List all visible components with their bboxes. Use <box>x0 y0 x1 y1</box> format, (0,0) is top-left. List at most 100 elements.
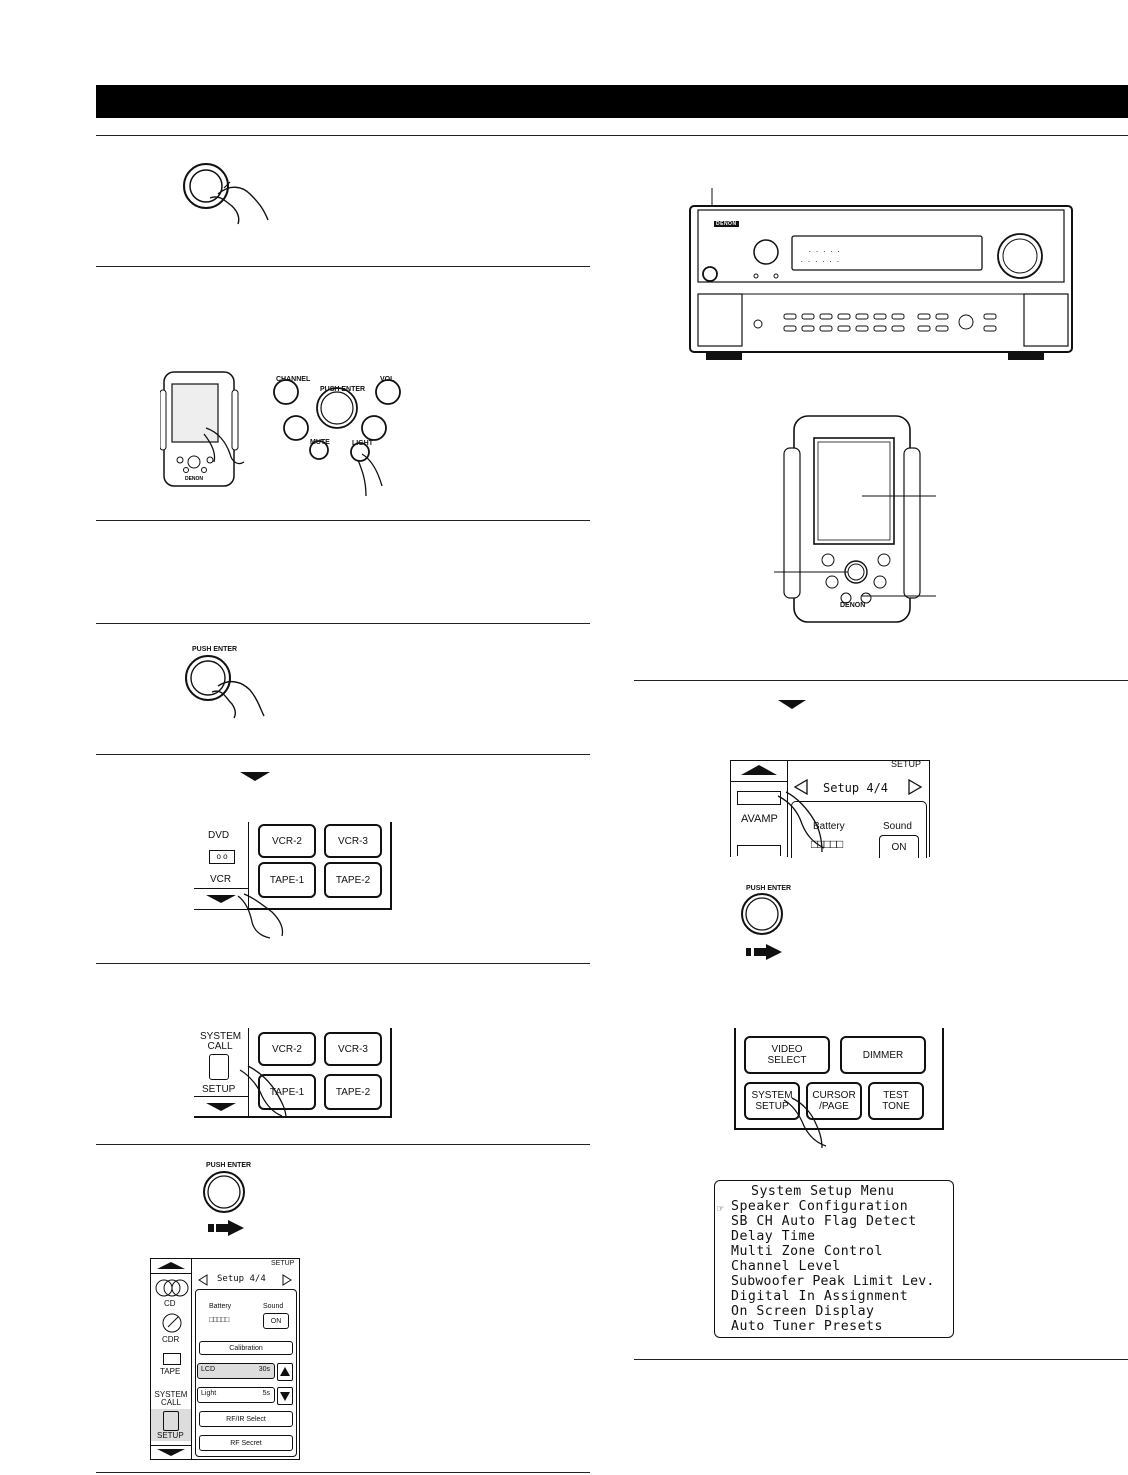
vcr-3-button[interactable]: VCR-3 <box>324 1032 382 1066</box>
push-enter-label: PUSH ENTER <box>192 646 238 653</box>
section-header-bar <box>96 85 1128 118</box>
side-item-cdr[interactable]: CDR <box>162 1335 180 1344</box>
finger-illustration <box>777 791 825 853</box>
divider <box>96 1144 590 1145</box>
side-item-setup[interactable]: SETUP <box>157 1431 184 1440</box>
finger-illustration <box>783 1097 827 1149</box>
vcr-panel: DVD o o VCR VCR-2 VCR-3 TAPE-1 TAPE-2 <box>194 822 392 910</box>
light-value: 5s <box>262 1390 270 1397</box>
vcr-3-button[interactable]: VCR-3 <box>324 824 382 858</box>
receiver-brand-logo: DENON <box>714 221 739 227</box>
push-enter-button-icon <box>203 1171 245 1236</box>
next-page-icon[interactable] <box>281 1273 293 1291</box>
side-column <box>194 1028 249 1116</box>
side-item-system-call[interactable]: SYSTEM CALL <box>200 1031 242 1052</box>
sound-toggle-button[interactable]: ON <box>263 1313 289 1329</box>
divider <box>634 680 1128 681</box>
power-button-illustration <box>183 163 269 225</box>
side-item-tape[interactable]: TAPE <box>160 1367 181 1376</box>
setup-title: Setup 4/4 <box>823 781 889 795</box>
push-enter-button-icon <box>741 893 783 960</box>
down-arrow-icon <box>240 772 270 781</box>
scroll-down-button[interactable] <box>151 1445 191 1460</box>
divider <box>96 963 590 964</box>
vol-label: VOL <box>380 376 395 383</box>
push-enter-label: PUSH ENTER <box>320 386 366 393</box>
lcd-setting[interactable]: LCD 30s <box>197 1363 275 1379</box>
sound-label: Sound <box>263 1303 284 1310</box>
side-item-setup[interactable]: SETUP <box>202 1084 236 1095</box>
svg-text:DENON: DENON <box>185 476 203 482</box>
cursor-page-button[interactable]: CURSOR /PAGE <box>806 1082 862 1120</box>
svg-text:. . . . .: . . . . . <box>808 247 841 254</box>
battery-indicator: □□□□□ <box>811 837 843 851</box>
vcr-2-button[interactable]: VCR-2 <box>258 824 316 858</box>
cdr-icon <box>162 1313 182 1338</box>
divider <box>96 623 590 624</box>
sound-toggle-button[interactable]: ON <box>879 835 919 858</box>
vcr-2-button[interactable]: VCR-2 <box>258 1032 316 1066</box>
divider <box>96 754 590 755</box>
prev-page-icon[interactable] <box>197 1273 209 1291</box>
light-label: LIGHT <box>352 440 373 447</box>
menu-item[interactable]: Delay Time <box>731 1229 816 1244</box>
side-item-avamp[interactable]: AVAMP <box>741 813 778 825</box>
cd-icon <box>155 1279 189 1297</box>
divider <box>634 1359 1128 1360</box>
light-label: Light <box>201 1390 217 1397</box>
setup-content-area <box>791 801 927 858</box>
push-enter-label: PUSH ENTER <box>206 1162 252 1169</box>
scroll-up-button[interactable] <box>731 761 787 782</box>
next-page-icon[interactable] <box>907 778 923 800</box>
prev-page-icon[interactable] <box>793 778 809 800</box>
side-scroll-down[interactable] <box>194 1096 248 1117</box>
tape-1-button[interactable]: TAPE-1 <box>258 862 316 898</box>
system-setup-menu: System Setup Menu ☞ Speaker Configuratio… <box>714 1180 954 1338</box>
setup-corner-label: SETUP <box>891 759 922 769</box>
remote-illustration-small: DENON <box>160 371 245 487</box>
divider <box>96 520 590 521</box>
tape-2-button[interactable]: TAPE-2 <box>324 862 382 898</box>
vcr-icon: o o <box>209 850 235 864</box>
menu-item[interactable]: Speaker Configuration <box>731 1199 909 1214</box>
remote-button-cluster <box>273 379 401 497</box>
channel-label: CHANNEL <box>276 376 311 383</box>
dimmer-button[interactable]: DIMMER <box>840 1036 926 1074</box>
menu-item[interactable]: Auto Tuner Presets <box>731 1319 883 1334</box>
menu-item[interactable]: Digital In Assignment <box>731 1289 909 1304</box>
system-setup-button[interactable]: SYSTEM SETUP <box>744 1082 800 1120</box>
next-device-icon <box>737 845 781 856</box>
video-select-button[interactable]: VIDEO SELECT <box>744 1036 830 1074</box>
test-tone-button[interactable]: TEST TONE <box>868 1082 924 1120</box>
sound-label: Sound <box>883 821 912 832</box>
light-setting[interactable]: Light 5s <box>197 1387 275 1403</box>
push-enter-label: PUSH ENTER <box>746 885 792 892</box>
setup-remote-icon <box>209 1054 229 1080</box>
setup-side-column: AVAMP <box>731 761 788 857</box>
menu-item[interactable]: SB CH Auto Flag Detect <box>731 1214 917 1229</box>
lcd-label: LCD <box>201 1366 216 1373</box>
rf-ir-select-button[interactable]: RF/IR Select <box>199 1411 293 1427</box>
av-receiver-illustration: . . . . . . . . . . . <box>689 188 1073 360</box>
menu-item[interactable]: Channel Level <box>731 1259 841 1274</box>
side-item-cd[interactable]: CD <box>164 1299 176 1308</box>
side-scroll-down[interactable] <box>194 888 248 909</box>
light-down-button[interactable] <box>277 1387 293 1405</box>
tape-2-button[interactable]: TAPE-2 <box>324 1074 382 1110</box>
menu-item[interactable]: Subwoofer Peak Limit Lev. <box>731 1274 935 1289</box>
setup-content-area <box>195 1289 297 1457</box>
rf-secret-button[interactable]: RF Secret <box>199 1435 293 1451</box>
lcd-up-button[interactable] <box>277 1363 293 1381</box>
function-button-panel <box>734 1028 944 1130</box>
menu-item[interactable]: On Screen Display <box>731 1304 875 1319</box>
divider <box>96 1472 590 1473</box>
setup-corner-label: SETUP <box>271 1260 295 1267</box>
side-item-vcr[interactable]: VCR <box>210 874 232 885</box>
menu-item[interactable]: Multi Zone Control <box>731 1244 883 1259</box>
side-item-system-call[interactable]: SYSTEM CALL <box>154 1390 188 1407</box>
calibration-button[interactable]: Calibration <box>199 1341 293 1355</box>
scroll-up-button[interactable] <box>151 1259 191 1274</box>
setup-title: Setup 4/4 <box>217 1274 266 1284</box>
setup-selected-item[interactable]: SETUP <box>151 1409 191 1441</box>
side-item-dvd[interactable]: DVD <box>208 830 230 841</box>
